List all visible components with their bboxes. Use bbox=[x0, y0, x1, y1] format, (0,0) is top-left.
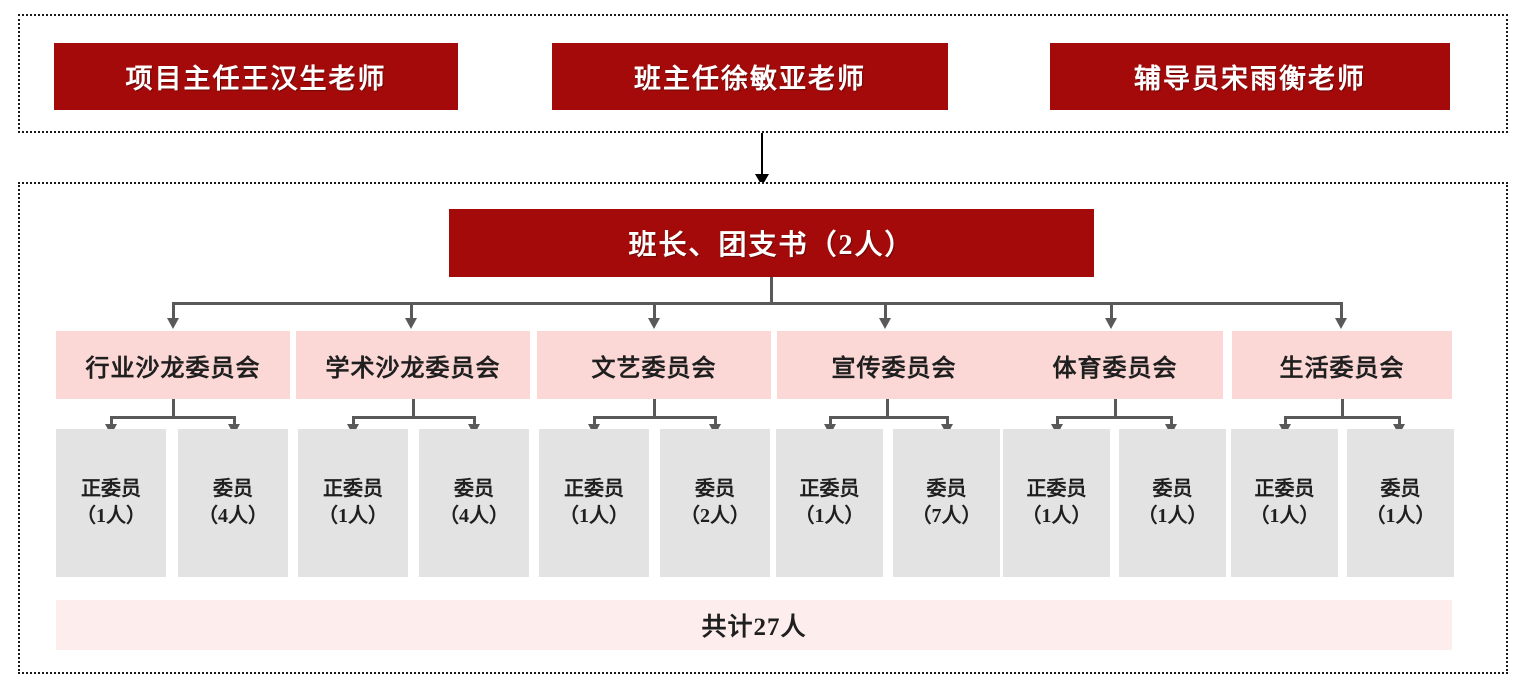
staff-box-counselor[interactable]: 辅导员宋雨衡老师 bbox=[1050, 43, 1450, 110]
connector-head-rail bbox=[172, 302, 1343, 305]
connector-sub-stem-1 bbox=[172, 399, 175, 418]
connector-sub-stem-6 bbox=[1341, 399, 1344, 418]
member-count: （7人） bbox=[911, 505, 982, 527]
member-box-publicity-chief[interactable]: 正委员 （1人） bbox=[776, 429, 883, 577]
connector-sub-drop-2a bbox=[347, 416, 359, 435]
member-count: （1人） bbox=[794, 505, 865, 527]
connector-sub-stem-3 bbox=[653, 399, 656, 418]
member-role: 委员 bbox=[1380, 478, 1421, 500]
connector-sub-drop-6a bbox=[1279, 416, 1291, 435]
member-box-arts-members[interactable]: 委员 （2人） bbox=[660, 429, 770, 577]
member-count: （1人） bbox=[1365, 505, 1436, 527]
total-count-bar: 共计27人 bbox=[56, 600, 1452, 650]
member-box-industry-members[interactable]: 委员 （4人） bbox=[178, 429, 288, 577]
member-count: （1人） bbox=[76, 505, 146, 527]
connector-sub-stem-5 bbox=[1114, 399, 1117, 418]
member-box-sports-chief[interactable]: 正委员 （1人） bbox=[1003, 429, 1110, 577]
connector-sub-rail-2 bbox=[352, 416, 476, 419]
member-box-academic-chief[interactable]: 正委员 （1人） bbox=[298, 429, 408, 577]
member-count: （1人） bbox=[1137, 505, 1208, 527]
connector-sub-rail-3 bbox=[593, 416, 717, 419]
connector-drop-committee-2 bbox=[405, 302, 417, 329]
connector-sub-drop-3a bbox=[588, 416, 600, 435]
member-box-welfare-chief[interactable]: 正委员 （1人） bbox=[1231, 429, 1338, 577]
connector-sub-drop-1a bbox=[105, 416, 117, 435]
connector-sub-drop-2b bbox=[468, 416, 480, 435]
connector-sub-drop-4a bbox=[824, 416, 836, 435]
committee-box-industry-salon[interactable]: 行业沙龙委员会 bbox=[56, 331, 290, 399]
member-box-academic-members[interactable]: 委员 （4人） bbox=[419, 429, 529, 577]
committee-box-publicity[interactable]: 宣传委员会 bbox=[777, 331, 1011, 399]
member-role: 委员 bbox=[695, 478, 735, 500]
connector-head-stem bbox=[770, 277, 773, 304]
connector-sub-rail-6 bbox=[1284, 416, 1401, 419]
member-role: 委员 bbox=[926, 478, 967, 500]
member-count: （4人） bbox=[439, 505, 509, 527]
staff-box-project-director[interactable]: 项目主任王汉生老师 bbox=[54, 43, 458, 110]
committee-box-welfare[interactable]: 生活委员会 bbox=[1232, 331, 1452, 399]
member-role: 委员 bbox=[213, 478, 253, 500]
member-count: （1人） bbox=[1249, 505, 1320, 527]
head-box-monitor-and-league-secretary[interactable]: 班长、团支书（2人） bbox=[449, 209, 1094, 277]
connector-sub-stem-4 bbox=[886, 399, 889, 418]
member-role: 正委员 bbox=[81, 478, 141, 500]
member-box-sports-members[interactable]: 委员 （1人） bbox=[1119, 429, 1226, 577]
connector-drop-committee-6 bbox=[1335, 302, 1347, 329]
arrow-staff-to-class bbox=[755, 133, 769, 186]
member-box-industry-chief[interactable]: 正委员 （1人） bbox=[56, 429, 166, 577]
connector-sub-rail-4 bbox=[829, 416, 949, 419]
connector-sub-drop-6b bbox=[1393, 416, 1405, 435]
committee-box-sports[interactable]: 体育委员会 bbox=[1007, 331, 1223, 399]
member-count: （4人） bbox=[198, 505, 268, 527]
member-box-welfare-members[interactable]: 委员 （1人） bbox=[1347, 429, 1454, 577]
member-role: 正委员 bbox=[1254, 478, 1315, 500]
member-role: 委员 bbox=[1152, 478, 1193, 500]
connector-sub-drop-1b bbox=[228, 416, 240, 435]
member-role: 正委员 bbox=[564, 478, 624, 500]
member-box-publicity-members[interactable]: 委员 （7人） bbox=[893, 429, 1000, 577]
member-role: 正委员 bbox=[1026, 478, 1087, 500]
connector-sub-drop-3b bbox=[709, 416, 721, 435]
connector-drop-committee-4 bbox=[879, 302, 891, 329]
committee-box-academic-salon[interactable]: 学术沙龙委员会 bbox=[296, 331, 530, 399]
member-box-arts-chief[interactable]: 正委员 （1人） bbox=[539, 429, 649, 577]
connector-sub-drop-5a bbox=[1051, 416, 1063, 435]
connector-sub-stem-2 bbox=[412, 399, 415, 418]
member-count: （1人） bbox=[559, 505, 629, 527]
connector-sub-rail-1 bbox=[110, 416, 236, 419]
member-count: （1人） bbox=[318, 505, 388, 527]
member-role: 委员 bbox=[454, 478, 494, 500]
connector-drop-committee-3 bbox=[648, 302, 660, 329]
committee-box-arts[interactable]: 文艺委员会 bbox=[537, 331, 771, 399]
connector-sub-rail-5 bbox=[1056, 416, 1173, 419]
member-count: （1人） bbox=[1021, 505, 1092, 527]
connector-drop-committee-5 bbox=[1105, 302, 1117, 329]
member-count: （2人） bbox=[680, 505, 750, 527]
connector-sub-drop-5b bbox=[1165, 416, 1177, 435]
member-role: 正委员 bbox=[323, 478, 383, 500]
member-role: 正委员 bbox=[799, 478, 860, 500]
staff-box-class-advisor[interactable]: 班主任徐敏亚老师 bbox=[552, 43, 948, 110]
connector-sub-drop-4b bbox=[941, 416, 953, 435]
connector-drop-committee-1 bbox=[167, 302, 179, 329]
